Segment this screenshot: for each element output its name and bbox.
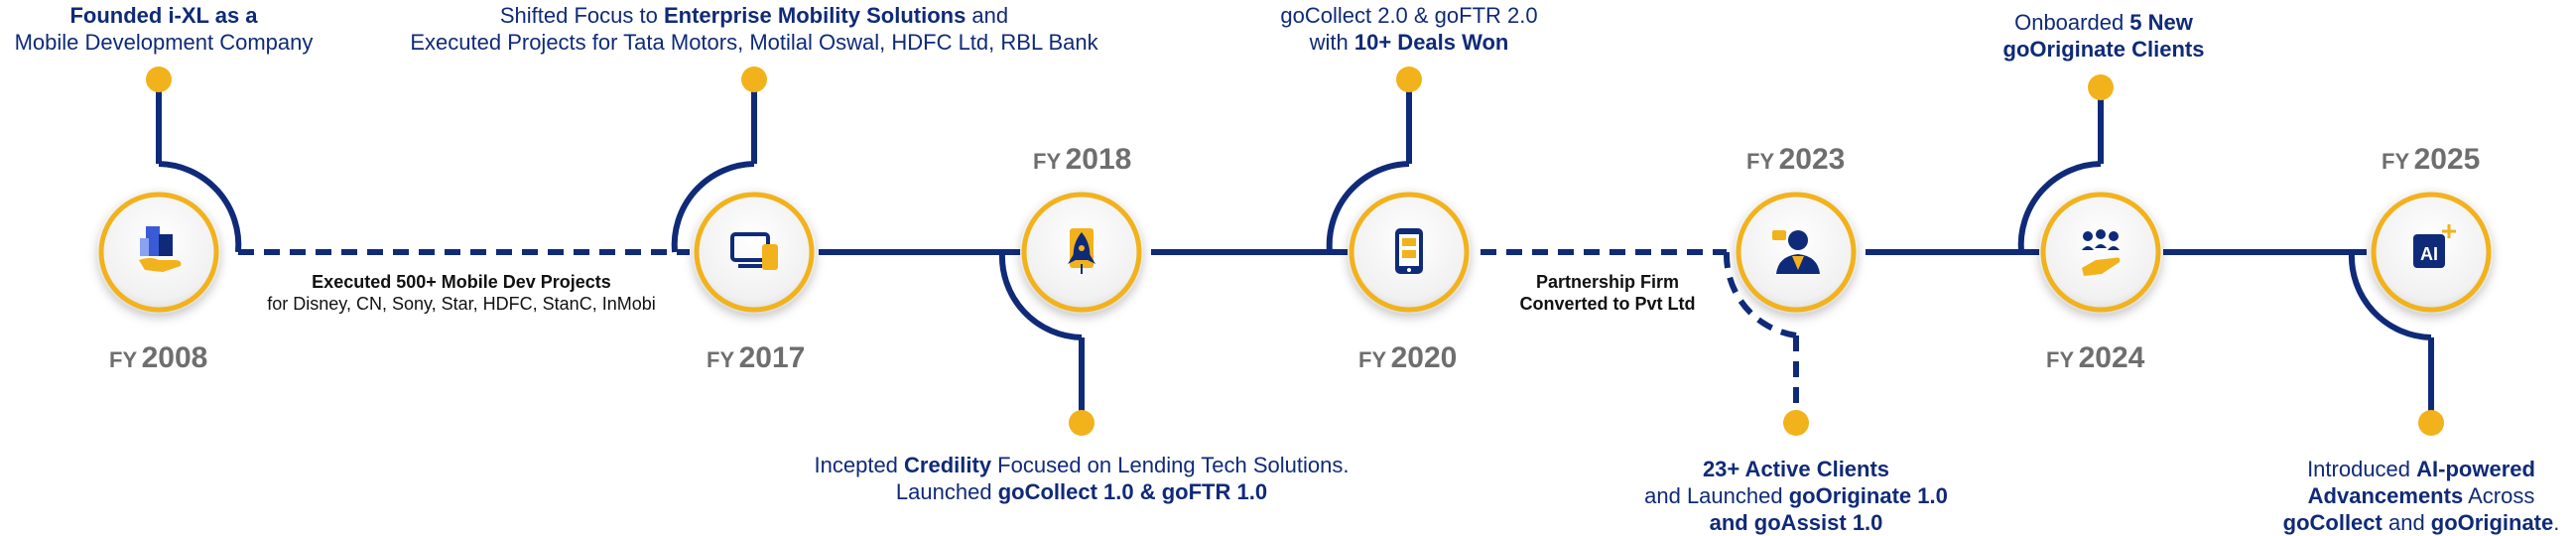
fy-prefix: FY <box>1033 149 1062 174</box>
desc-bold: goOriginate <box>2430 509 2554 535</box>
note-title: Executed 500+ Mobile Dev Projects <box>312 272 611 292</box>
desc-bold: 5 New <box>2129 10 2193 35</box>
year-label-2025: FY 2025 <box>2382 143 2480 177</box>
year-value: 2017 <box>738 341 806 374</box>
desc-line-2: Advancements Across <box>2272 483 2570 510</box>
arc-2018 <box>998 251 1083 340</box>
desc-bold: Advancements <box>2307 482 2464 508</box>
year-value: 2018 <box>1065 143 1132 176</box>
dot-2008 <box>146 67 172 92</box>
node-2023 <box>1735 191 1858 314</box>
node-2024 <box>2039 191 2162 314</box>
desc-text: and <box>966 3 1009 28</box>
year-value: 2025 <box>2413 143 2481 176</box>
arc-2024 <box>2017 161 2102 253</box>
year-label-2024: FY 2024 <box>2046 341 2144 375</box>
desc-line-2: with 10+ Deals Won <box>1260 30 1558 57</box>
dot-2025 <box>2418 410 2444 436</box>
desc-line-2: Launched goCollect 1.0 & goFTR 1.0 <box>774 479 1389 506</box>
desc-text: Shifted Focus to <box>499 3 664 28</box>
fy-prefix: FY <box>1746 149 1775 174</box>
svg-text:AI: AI <box>2420 244 2438 264</box>
dot-2017 <box>741 67 767 92</box>
connector-note-partnership: Partnership Firm Converted to Pvt Ltd <box>1488 272 1727 316</box>
year-value: 2008 <box>141 341 208 374</box>
desc-text: Incepted <box>814 453 905 477</box>
fy-prefix: FY <box>2046 347 2075 372</box>
dot-2020 <box>1396 67 1422 92</box>
desc-line-1: goCollect 2.0 & goFTR 2.0 <box>1280 3 1538 28</box>
arc-2025 <box>2348 251 2432 340</box>
milestone-desc-2023: 23+ Active Clients and Launched goOrigin… <box>1617 457 1975 536</box>
desc-text: . <box>2553 509 2560 535</box>
year-label-2020: FY 2020 <box>1358 341 1457 375</box>
milestone-desc-2018: Incepted Credility Focused on Lending Te… <box>774 453 1389 506</box>
rocket-icon <box>1068 228 1095 274</box>
year-label-2017: FY 2017 <box>707 341 805 375</box>
desc-bold: Enterprise Mobility Solutions <box>663 3 966 28</box>
desc-text: with <box>1309 29 1354 55</box>
desc-bold: goCollect <box>2282 509 2383 535</box>
year-value: 2024 <box>2078 341 2145 374</box>
smartphone-icon <box>1395 228 1423 274</box>
milestone-desc-2008: Founded i-XL as a Mobile Development Com… <box>0 3 327 57</box>
fy-prefix: FY <box>2382 149 2410 174</box>
node-2017 <box>693 191 816 314</box>
milestone-desc-2017: Shifted Focus to Enterprise Mobility Sol… <box>402 3 1106 57</box>
year-label-2018: FY 2018 <box>1033 143 1131 177</box>
arc-2023 <box>1723 251 1797 338</box>
dot-2024 <box>2088 74 2114 100</box>
desc-text: Introduced <box>2307 457 2417 481</box>
fy-prefix: FY <box>707 347 735 372</box>
desc-bold: goCollect 1.0 & goFTR 1.0 <box>997 478 1268 504</box>
fy-prefix: FY <box>109 347 138 372</box>
desc-text: and <box>2382 509 2431 535</box>
milestone-desc-2024: Onboarded 5 New goOriginate Clients <box>1965 10 2243 64</box>
devices-icon <box>730 232 778 270</box>
arc-2020 <box>1326 161 1410 253</box>
desc-line-1: Incepted Credility Focused on Lending Te… <box>774 453 1389 479</box>
dot-2023 <box>1783 410 1809 436</box>
desc-bold: 10+ Deals Won <box>1353 29 1509 55</box>
desc-line-1: Founded i-XL as a <box>69 3 258 28</box>
desc-text: Onboarded <box>2014 10 2130 35</box>
year-label-2008: FY 2008 <box>109 341 207 375</box>
fy-prefix: FY <box>1358 347 1387 372</box>
desc-bold: Credility <box>904 453 992 477</box>
desc-text: Launched <box>895 478 998 504</box>
desc-text: Across <box>2463 482 2535 508</box>
year-value: 2023 <box>1778 143 1846 176</box>
connector-note-mobile-dev: Executed 500+ Mobile Dev Projects for Di… <box>238 272 685 316</box>
milestone-desc-2020: goCollect 2.0 & goFTR 2.0 with 10+ Deals… <box>1260 3 1558 57</box>
people-hand-icon <box>2082 229 2121 276</box>
desc-line-2: goOriginate Clients <box>2002 36 2205 62</box>
user-tie-icon <box>1772 230 1820 274</box>
year-value: 2020 <box>1390 341 1458 374</box>
note-line-1: Partnership Firm <box>1535 272 1680 292</box>
desc-line-1: 23+ Active Clients <box>1702 457 1890 481</box>
desc-line-1: Onboarded 5 New <box>1965 10 2243 37</box>
desc-bold: goOriginate 1.0 <box>1788 482 1948 508</box>
desc-bold: AI-powered <box>2416 457 2535 481</box>
note-line-2: Converted to Pvt Ltd <box>1519 293 1696 314</box>
arc-2017 <box>671 161 755 253</box>
desc-text: Focused on Lending Tech Solutions. <box>991 453 1350 477</box>
buildings-hand-icon <box>139 226 182 272</box>
desc-line-1: Shifted Focus to Enterprise Mobility Sol… <box>402 3 1106 30</box>
desc-line-1: Introduced AI-powered <box>2272 457 2570 483</box>
note-clients: for Disney, CN, Sony, Star, HDFC, StanC,… <box>267 293 656 314</box>
year-label-2023: FY 2023 <box>1746 143 1845 177</box>
milestone-desc-2025: Introduced AI-powered Advancements Acros… <box>2272 457 2570 536</box>
dot-2018 <box>1069 410 1095 436</box>
ai-icon: AI <box>2413 224 2456 268</box>
desc-line-3: and goAssist 1.0 <box>1709 509 1883 535</box>
desc-line-3: goCollect and goOriginate. <box>2272 510 2570 536</box>
desc-line-2: and Launched goOriginate 1.0 <box>1617 483 1975 510</box>
desc-line-2: Executed Projects for Tata Motors, Motil… <box>410 29 1098 55</box>
desc-line-2: Mobile Development Company <box>14 29 314 55</box>
arc-2008 <box>158 161 242 253</box>
desc-text: and Launched <box>1644 482 1789 508</box>
